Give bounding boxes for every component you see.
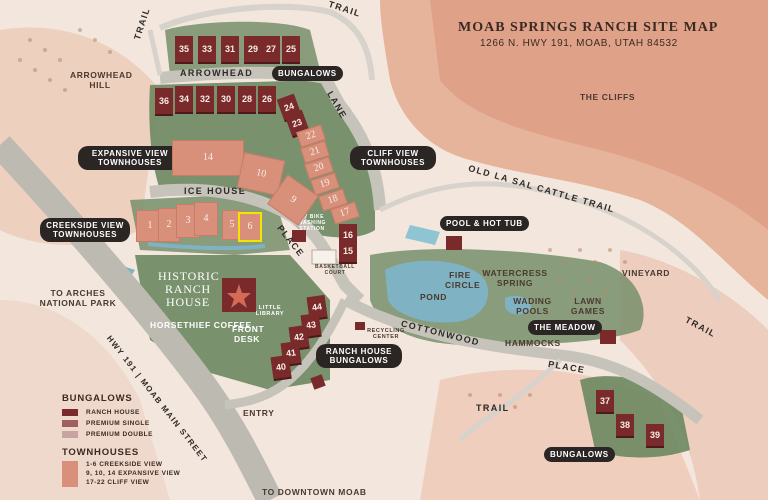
legend-bungalows-title: BUNGALOWS (62, 393, 133, 404)
label-trail-bottom: TRAIL (476, 403, 510, 413)
dot-texture (18, 28, 627, 409)
pill-bungalows-bottom: BUNGALOWS (544, 447, 615, 463)
legend-swatch-premium-single (62, 420, 78, 427)
unit-26[interactable]: 26 (258, 86, 276, 112)
legend-th-line3: 17-22 CLIFF VIEW (86, 479, 150, 486)
label-front-desk: FRONT DESK (232, 324, 265, 344)
label-ice-house: ICE HOUSE (184, 186, 247, 196)
unit-35[interactable]: 35 (175, 36, 193, 62)
pill-bungalows-top: BUNGALOWS (272, 66, 343, 82)
pill-pool-hot-tub: POOL & HOT TUB (440, 216, 529, 232)
unit-33[interactable]: 33 (198, 36, 216, 62)
legend-swatch-ranch-house (62, 409, 78, 416)
label-little-library: LITTLE LIBRARY (255, 305, 285, 317)
trail-lower (458, 358, 562, 442)
unit-28[interactable]: 28 (238, 86, 256, 112)
legend-swatch-townhouse (62, 461, 78, 487)
pool-building (446, 236, 462, 250)
label-pond: POND (420, 292, 447, 302)
townhouse-6-highlighted[interactable]: 6 (238, 212, 262, 242)
label-entry: ENTRY (243, 408, 275, 418)
legend-th-line1: 1-6 CREEKSIDE VIEW (86, 461, 163, 468)
pill-the-meadow: THE MEADOW (528, 320, 602, 336)
legend-swatch-premium-double (62, 431, 78, 438)
unit-37[interactable]: 37 (596, 390, 614, 412)
label-basketball-court: BASKETBALL COURT (315, 264, 355, 276)
trail-left (147, 29, 163, 76)
unit-39[interactable]: 39 (646, 424, 664, 446)
unit-36[interactable]: 36 (155, 88, 173, 114)
unit-40[interactable]: 40 (270, 354, 292, 380)
label-to-downtown: TO DOWNTOWN MOAB (262, 487, 367, 497)
unit-34[interactable]: 34 (175, 86, 193, 112)
townhouse-14[interactable]: 14 (172, 140, 244, 176)
unit-25[interactable]: 25 (282, 36, 300, 62)
unit-32[interactable]: 32 (196, 86, 214, 112)
recycling-building (355, 322, 365, 330)
pond (385, 260, 489, 323)
label-hammocks: HAMMOCKS (505, 338, 561, 348)
map-address: 1266 N. HWY 191, MOAB, UTAH 84532 (480, 38, 678, 49)
right-wash (620, 250, 768, 500)
label-historic-ranch-house: HISTORIC RANCH HOUSE (158, 269, 220, 310)
label-the-cliffs: THE CLIFFS (580, 92, 636, 102)
label-to-arches: TO ARCHES NATIONAL PARK (39, 288, 117, 308)
lower-left-wash (0, 300, 170, 500)
unit-27[interactable]: 27 (262, 36, 280, 62)
label-arrowhead-road: ARROWHEAD (180, 68, 254, 78)
entry-building (310, 374, 326, 390)
unit-30[interactable]: 30 (217, 86, 235, 112)
wading-pool (505, 295, 531, 315)
entry-road (224, 298, 350, 410)
label-lawn-games: LAWN GAMES (570, 296, 606, 316)
star-icon (227, 284, 251, 308)
unit-29[interactable]: 29 (244, 36, 262, 62)
label-bike-station: EV BIKE WASHING STATION (297, 214, 327, 232)
legend-premium-single: PREMIUM SINGLE (86, 420, 150, 427)
label-wading-pools: WADING POOLS (513, 296, 552, 316)
pool (405, 225, 440, 245)
pill-cliff-view: CLIFF VIEW TOWNHOUSES (350, 146, 436, 171)
pill-creekside-view: CREEKSIDE VIEW TOWNHOUSES (40, 218, 130, 243)
unit-15[interactable]: 15 (339, 240, 357, 262)
basketball-court (311, 249, 337, 265)
creek-left (147, 242, 266, 251)
label-watercress-spring: WATERCRESS SPRING (482, 268, 548, 288)
label-horsethief-coffee: HORSETHIEF COFFEE (150, 320, 252, 330)
legend-th-line2: 9, 10, 14 EXPANSIVE VIEW (86, 470, 181, 477)
unit-31[interactable]: 31 (221, 36, 239, 62)
cliffs-shade (430, 0, 768, 230)
unit-38[interactable]: 38 (616, 414, 634, 436)
map-title: MOAB SPRINGS RANCH SITE MAP (458, 20, 719, 35)
label-arrowhead-hill: ARROWHEAD HILL (70, 70, 133, 90)
legend-premium-double: PREMIUM DOUBLE (86, 431, 153, 438)
label-recycling-center: RECYCLING CENTER (367, 328, 405, 340)
pill-ranch-house-bungalows: RANCH HOUSE BUNGALOWS (316, 344, 402, 369)
trail-east (378, 181, 723, 302)
cottonwood-road (342, 295, 704, 425)
hwy-191 (0, 136, 282, 500)
pill-expansive-view: EXPANSIVE VIEW TOWNHOUSES (78, 146, 182, 171)
label-vineyard: VINEYARD (622, 268, 670, 278)
legend-townhouses-title: TOWNHOUSES (62, 447, 139, 458)
ice-house-building (292, 230, 306, 242)
trail-upper (158, 3, 375, 81)
townhouse-4[interactable]: 4 (194, 202, 218, 236)
meadow-building (600, 330, 616, 344)
label-fire-circle: FIRE CIRCLE (445, 270, 481, 290)
legend-ranch-house: RANCH HOUSE (86, 409, 140, 416)
